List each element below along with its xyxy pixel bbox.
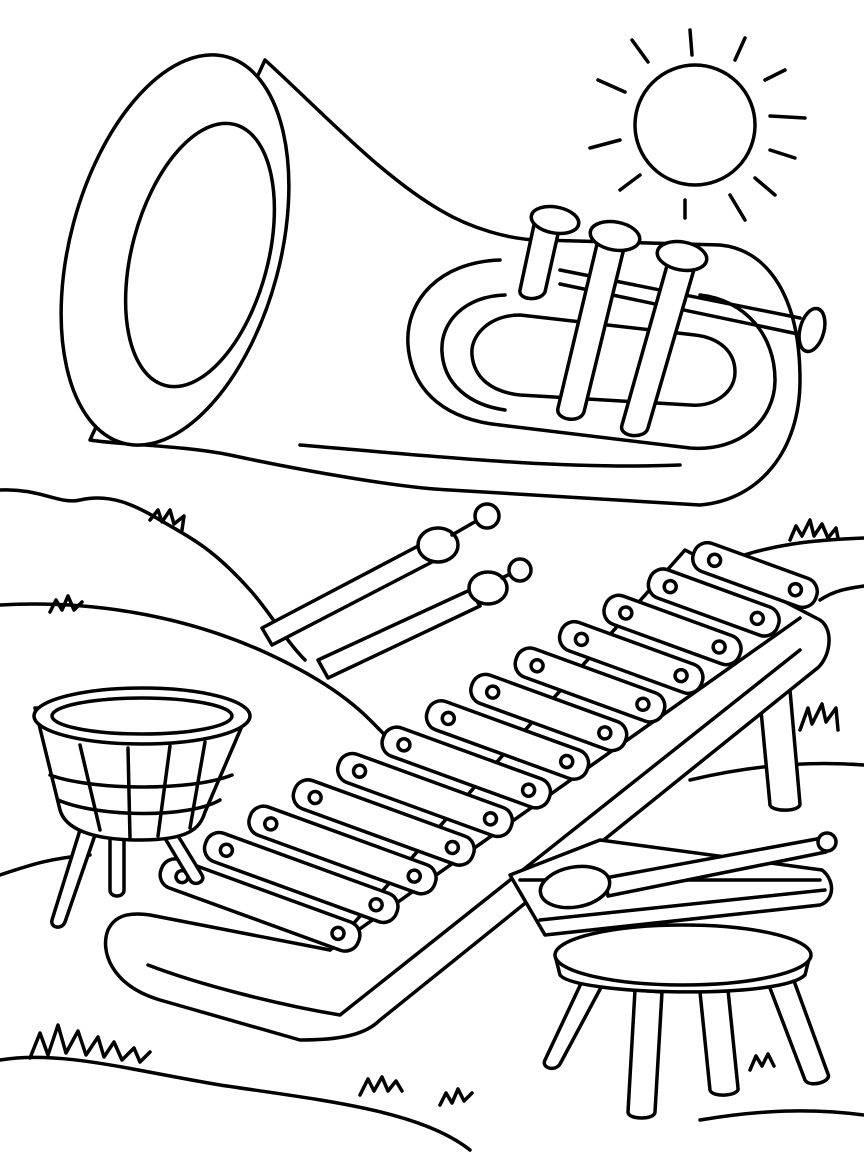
xylophone-bar [424, 699, 591, 781]
grass-tuft-foreground-left [28, 1023, 152, 1064]
xylophone-bar-peg [444, 839, 461, 856]
right-hill [818, 584, 864, 602]
xylophone-bar [335, 751, 515, 839]
xylophone-bar [646, 567, 781, 638]
drum-band-lower [56, 798, 222, 816]
xylophone-bar-peg [597, 725, 613, 741]
mid-hill [0, 602, 407, 760]
xylophone-bar-peg [673, 667, 689, 684]
tuba-icon [59, 53, 827, 507]
xylophone-bar-peg [520, 782, 537, 798]
foreground-hill-right [698, 1109, 864, 1122]
xylophone-bar [380, 725, 553, 810]
mallet-icon [538, 831, 838, 910]
xylophone-bar-peg [218, 842, 235, 859]
xylophone-bar-peg [307, 789, 323, 806]
stool-leg [626, 988, 664, 1120]
sun-disc [633, 63, 757, 187]
tuba-coil-outer [406, 258, 777, 451]
tuba-valves [518, 204, 709, 438]
xylophone-bar-peg [618, 605, 634, 621]
xylophone-bar [202, 830, 400, 925]
xylophone-bar-peg [573, 631, 590, 648]
stool-leg [763, 968, 831, 1086]
grass-tuft-foreground-right [748, 1052, 776, 1072]
xylophone-bar-peg [706, 552, 723, 569]
xylophone-bar-peg [749, 610, 766, 627]
mallets-top [260, 502, 533, 680]
xylophone-bar-peg [662, 578, 678, 595]
xylophone-bar [247, 804, 438, 896]
xylophone-bar-peg [263, 816, 279, 832]
snare-drum-rim [538, 888, 827, 922]
drum-stave [78, 740, 207, 840]
grass-tuft-right-hill [788, 518, 840, 542]
xylophone-bar-peg [711, 639, 727, 655]
xylophone-bar-peg [558, 753, 575, 770]
xylophone-bar-peg [368, 896, 384, 913]
drum-band [48, 773, 234, 789]
xylophone-bar [602, 593, 743, 667]
stool-seat [553, 923, 813, 987]
grass-tuft-mid [48, 594, 84, 614]
xylophone-front-rail [328, 616, 802, 952]
tuba-valve-2-cap [588, 219, 642, 253]
xylophone-bar-peg [440, 710, 457, 727]
xylophone-icon [103, 540, 831, 1042]
drum-leg [158, 824, 205, 886]
tuba-valve-2 [556, 238, 627, 421]
grass-tuft-foreground-mid [358, 1075, 404, 1097]
foreground-hill [0, 1055, 472, 1152]
xylophone-bar-peg [529, 657, 545, 674]
xylophone-bar-peg [351, 763, 368, 779]
tuba-valve-1 [518, 218, 562, 301]
xylophone-bar-peg [406, 868, 422, 884]
drum-head [50, 696, 234, 736]
xylophone-bar-peg [635, 696, 651, 713]
xylophone-leg-right [758, 688, 802, 812]
xylophone-bar-peg [396, 737, 412, 753]
mallet-icon [316, 557, 533, 680]
stool-icon [508, 831, 838, 1120]
tuba-mouthpiece [797, 306, 827, 354]
grass-tuft-foreground-mid2 [438, 1087, 474, 1107]
tuba-valve-1-cap [529, 204, 581, 236]
drum-leg [50, 828, 97, 929]
mallet-icon [260, 502, 501, 647]
tuba-coil-ring [440, 293, 507, 412]
xylophone-bar [513, 646, 667, 724]
tuba-bell-inner [123, 121, 277, 389]
tuba-lower-edge [298, 443, 682, 468]
xylophone-bar [690, 540, 820, 610]
drum-icon [32, 686, 252, 929]
xylophone-bar [291, 778, 476, 867]
sun-rays [588, 28, 807, 222]
sun-icon [588, 28, 807, 222]
xylophone-bar-peg [787, 581, 804, 598]
tuba-valve-3-cap [655, 239, 709, 273]
xylophone-bars [158, 540, 820, 953]
stool-leg [542, 973, 607, 1071]
drum-leg [108, 830, 126, 898]
grass-tuft-left-hill [148, 508, 186, 532]
tuba-valve-3 [620, 260, 697, 438]
xylophone-bar-peg [330, 925, 346, 942]
xylophone-bar-peg [482, 811, 499, 827]
xylophone-frame-edge [146, 648, 802, 1017]
grass-tuft-right [798, 702, 840, 732]
hills [0, 488, 864, 1152]
xylophone-bar [557, 619, 705, 696]
xylophone-bar [469, 672, 629, 753]
xylophone-bar-peg [484, 684, 501, 700]
stool-leg [698, 988, 740, 1097]
